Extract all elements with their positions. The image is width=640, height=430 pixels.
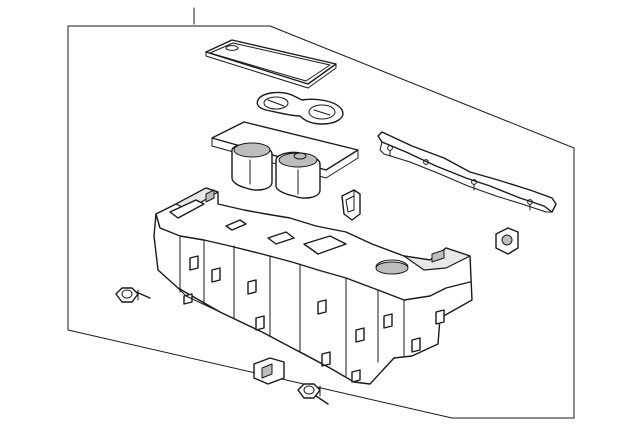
rail-icon [377,131,557,213]
cup-holder-icon [211,121,359,199]
lid-pad-icon [205,39,337,89]
assembly-boundary-frame [67,25,575,419]
bolt-icon [297,383,329,405]
console-icon [153,187,473,385]
bolt-icon [115,287,151,303]
grommet-icon [495,227,519,255]
bracket-icon [253,357,285,385]
mat-icon [256,91,344,125]
clip-icon [341,189,361,221]
